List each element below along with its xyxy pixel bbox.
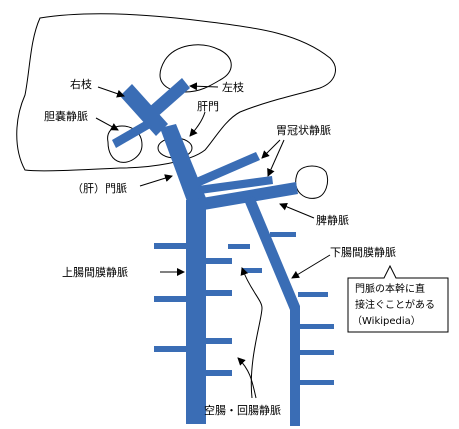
note-line-3: （Wikipedia） <box>352 315 421 327</box>
note-line-2: 接注ぐことがある <box>355 298 435 311</box>
annotation-arrows <box>95 82 331 399</box>
portal-vein-trunk <box>160 124 206 204</box>
left-branch-vein <box>148 78 190 118</box>
arrow-jejunal-1 <box>240 267 263 399</box>
arrow-cystic-vein <box>95 117 119 131</box>
imv-branch-right-5 <box>298 380 334 385</box>
imv-branch-left-2 <box>242 268 262 273</box>
note-box <box>347 264 449 333</box>
imv-branch-left-1 <box>228 244 250 249</box>
inferior-mesenteric-vein <box>244 196 300 310</box>
smv-branch-left-3 <box>154 346 188 352</box>
liver-lobe-outline <box>159 44 232 93</box>
label-right-branch: 右枝 <box>70 77 92 91</box>
label-splenic-vein: 脾静脈 <box>316 213 349 227</box>
cystic-vein <box>112 118 154 148</box>
arrow-portal-vein <box>139 174 173 187</box>
note-line-1: 門脈の本幹に直 <box>355 282 425 295</box>
vein-tree <box>112 78 334 426</box>
label-jejunal-ileal-veins: 空腸・回腸静脈 <box>204 403 281 417</box>
label-left-gastric-vein: 胃冠状静脈 <box>276 123 331 137</box>
imv-branch-right-2 <box>298 292 328 297</box>
arrow-left-branch <box>189 82 219 91</box>
smv-branch-right-4 <box>204 370 232 376</box>
superior-mesenteric-trunk <box>186 200 206 424</box>
arrow-inferior-mesenteric <box>291 254 331 279</box>
label-cystic-vein: 胆嚢静脈 <box>44 109 88 123</box>
arrow-right-branch <box>97 86 125 98</box>
spleen-outline <box>295 165 329 199</box>
right-branch-vein <box>120 84 168 136</box>
smv-branch-right-1 <box>204 258 232 264</box>
note-callout: 門脈の本幹に直 接注ぐことがある （Wikipedia） <box>347 264 449 333</box>
smv-branch-right-3 <box>204 338 232 344</box>
label-superior-mesenteric-vein: 上腸間膜静脈 <box>62 265 128 279</box>
smv-branch-right-2 <box>204 290 232 296</box>
imv-branch-right-4 <box>298 350 334 355</box>
liver-outline <box>16 13 336 172</box>
arrow-jejunal-2 <box>237 357 257 399</box>
arrow-splenic-vein <box>279 202 315 219</box>
smv-branch-left-1 <box>154 243 188 249</box>
imv-trunk <box>290 306 300 426</box>
imv-branch-right-1 <box>270 232 296 237</box>
label-inferior-mesenteric-vein: 下腸間膜静脈 <box>330 245 396 259</box>
arrow-left-gastric-2 <box>267 139 285 177</box>
left-gastric-vein-2 <box>198 176 273 194</box>
arrow-porta-hepatis <box>189 111 206 137</box>
splenic-vein <box>190 182 298 212</box>
smv-branch-left-2 <box>154 296 188 302</box>
label-portal-vein: （肝）門脈 <box>72 181 127 195</box>
label-porta-hepatis: 肝門 <box>197 100 219 113</box>
label-left-branch: 左枝 <box>222 80 244 94</box>
left-gastric-vein-1 <box>196 152 260 186</box>
arrow-left-gastric-1 <box>261 139 281 159</box>
imv-branch-right-3 <box>298 324 334 329</box>
